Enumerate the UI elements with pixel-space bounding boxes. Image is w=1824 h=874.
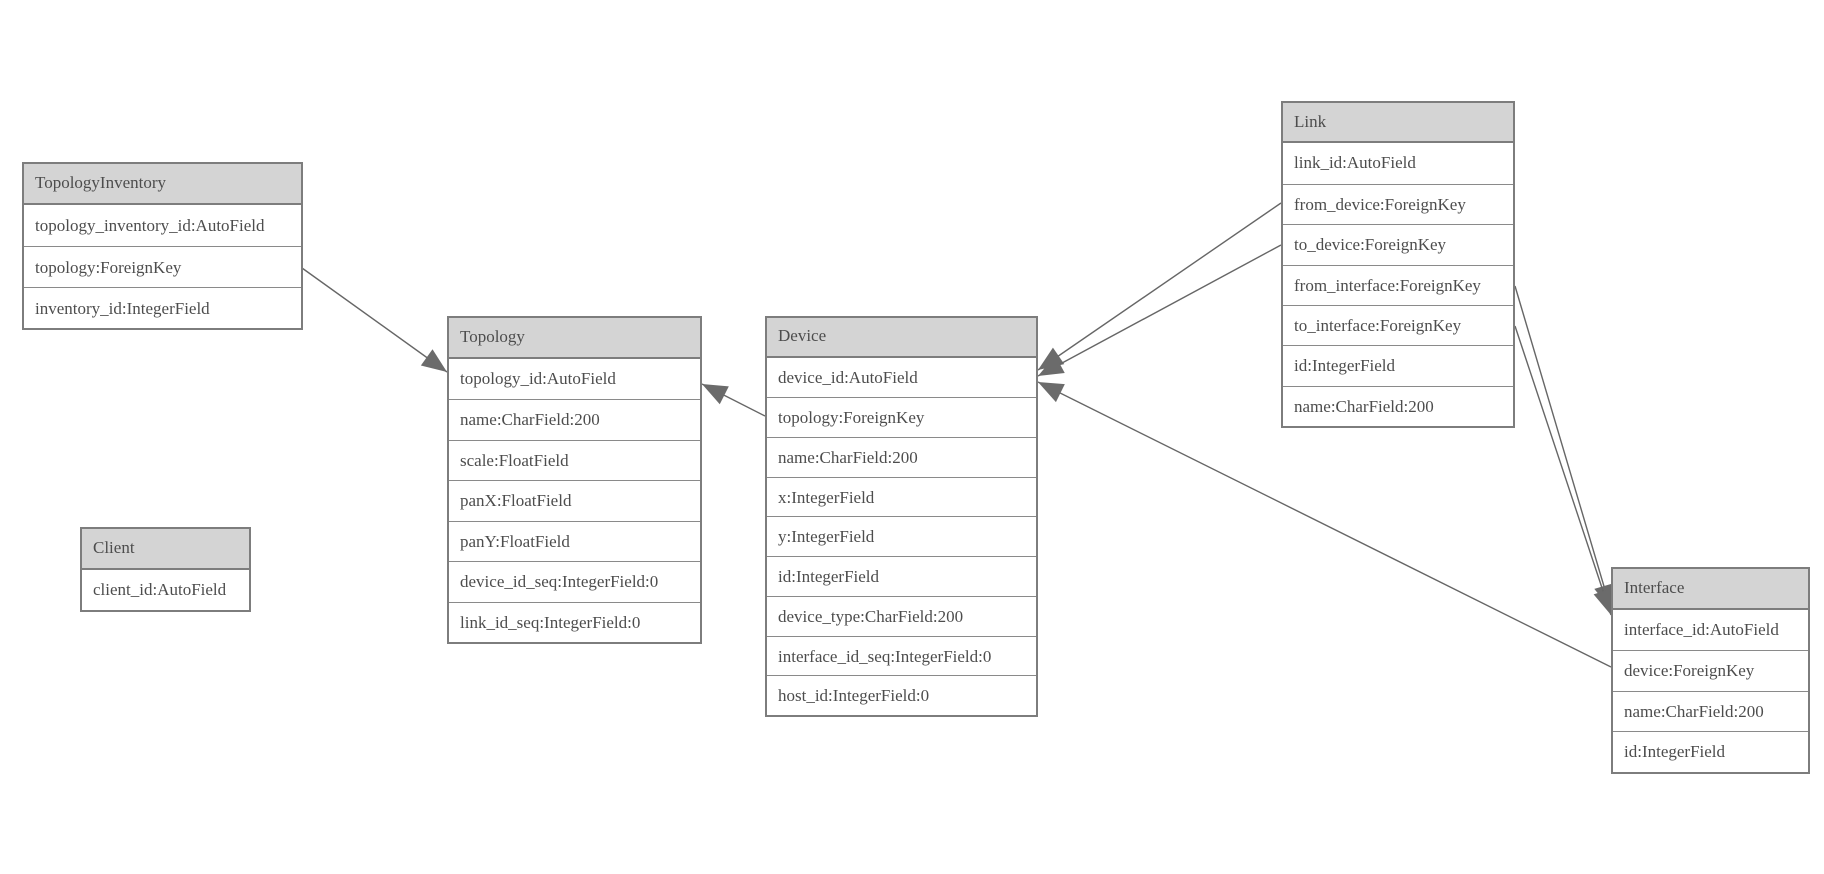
field-row: interface_id:AutoField <box>1613 609 1808 651</box>
relationship-line-Device.topology-to-Topology <box>701 383 766 417</box>
field-row: panY:FloatField <box>449 520 700 561</box>
arrowhead-icon <box>420 349 447 372</box>
relationship-line-Link.to_interface-to-Interface <box>1514 325 1612 616</box>
field-row: inventory_id:IntegerField <box>24 287 301 328</box>
field-row: client_id:AutoField <box>82 569 249 610</box>
field-row: x:IntegerField <box>767 476 1036 517</box>
field-row: scale:FloatField <box>449 439 700 480</box>
field-row: device_id_seq:IntegerField:0 <box>449 561 700 602</box>
entity-title-topologyinventory: TopologyInventory <box>24 164 301 205</box>
relationship-line-Link.to_device-to-Device <box>1037 244 1282 377</box>
entity-title-interface: Interface <box>1613 569 1808 610</box>
arrowhead-icon <box>1038 355 1065 376</box>
field-row: device:ForeignKey <box>1613 650 1808 691</box>
relationship-line-TopologyInventory.topology-to-Topology <box>301 267 448 373</box>
field-row: topology_id:AutoField <box>449 358 700 399</box>
field-row: topology:ForeignKey <box>767 397 1036 438</box>
field-row: id:IntegerField <box>1283 345 1513 386</box>
field-row: name:CharField:200 <box>1613 690 1808 732</box>
field-row: to_device:ForeignKey <box>1283 224 1513 265</box>
field-row: device_id:AutoField <box>767 357 1036 398</box>
field-row: name:CharField:200 <box>449 399 700 440</box>
field-row: name:CharField:200 <box>767 437 1036 477</box>
entity-title-link: Link <box>1283 103 1513 144</box>
arrowhead-icon <box>1038 347 1065 370</box>
field-row: panX:FloatField <box>449 480 700 521</box>
field-row: name:CharField:200 <box>1283 385 1513 427</box>
entity-title-client: Client <box>82 529 249 570</box>
field-row: link_id:AutoField <box>1283 143 1513 184</box>
entity-title-device: Device <box>767 318 1036 358</box>
field-row: id:IntegerField <box>1613 731 1808 772</box>
arrowhead-icon <box>1038 382 1065 403</box>
arrowhead-icon <box>1593 588 1613 615</box>
relationship-line-Link.from_device-to-Device <box>1037 202 1282 371</box>
field-row: to_interface:ForeignKey <box>1283 304 1513 346</box>
field-row: from_device:ForeignKey <box>1283 183 1513 225</box>
field-row: id:IntegerField <box>767 556 1036 596</box>
field-row: link_id_seq:IntegerField:0 <box>449 601 700 642</box>
arrowhead-icon <box>702 384 729 405</box>
field-row: from_interface:ForeignKey <box>1283 264 1513 305</box>
field-row: interface_id_seq:IntegerField:0 <box>767 635 1036 676</box>
field-row: device_type:CharField:200 <box>767 595 1036 636</box>
field-row: y:IntegerField <box>767 516 1036 557</box>
field-row: topology:ForeignKey <box>24 246 301 287</box>
field-row: host_id:IntegerField:0 <box>767 675 1036 715</box>
relationship-line-Link.from_interface-to-Interface <box>1514 285 1612 611</box>
field-row: topology_inventory_id:AutoField <box>24 205 301 246</box>
entity-title-topology: Topology <box>449 318 700 359</box>
